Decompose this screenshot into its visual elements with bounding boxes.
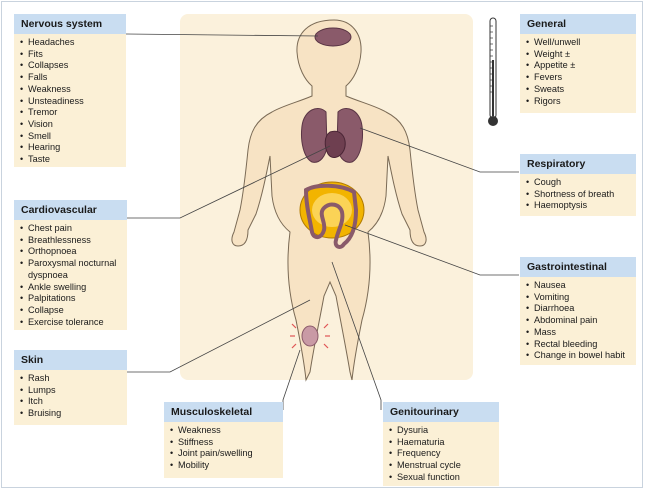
leader-cardiovascular [127,145,331,219]
intestines [303,183,359,249]
list-item: •Tremor [20,107,58,118]
section-title: Musculoskeletal [164,402,283,422]
list-item: •Menstrual cycle [389,460,461,471]
section-cardiovascular: Cardiovascular •Chest pain •Breathlessne… [14,200,127,330]
list-item: •Haematuria [389,436,445,447]
section-general: General •Well/unwell •Weight ± •Appetite… [520,14,636,113]
list-item: •Breathlessness [20,234,91,245]
list-item: •Fits [20,48,43,59]
section-genitourinary: Genitourinary •Dysuria •Haematuria •Freq… [383,402,499,486]
list-item: •Ankle swelling [20,281,87,292]
leader-respiratory [359,127,519,173]
leader-gastrointestinal [344,224,519,276]
brain [314,27,352,47]
list-item: •Well/unwell [526,37,581,47]
list-item: •Weakness [20,83,71,94]
list-item: •Paroxysmal nocturnal [20,258,117,269]
symptom-list: •Chest pain •Breathlessness •Orthopnoea … [14,220,127,328]
list-item: •Weakness [170,425,221,435]
list-item: •Rash [20,373,50,383]
heart [324,130,346,158]
section-skin: Skin •Rash •Lumps •Itch •Bruising [14,350,127,425]
list-item: •Stiffness [170,436,214,447]
section-title: Skin [14,350,127,370]
list-item: •Mass [526,326,556,337]
list-item: •Taste [20,154,50,165]
section-title: Cardiovascular [14,200,127,220]
list-item: •Bruising [20,408,62,419]
list-item: •Sexual function [389,471,460,482]
symptom-list: •Headaches •Fits •Collapses •Falls •Weak… [14,34,126,166]
symptom-list: •Dysuria •Haematuria •Frequency •Menstru… [383,422,499,484]
leader-genitourinary [331,261,382,410]
list-item: •Vision [20,118,53,129]
section-respiratory: Respiratory •Cough •Shortness of breath … [520,154,636,216]
list-item: •Unsteadiness [20,95,84,106]
leader-nervous [125,33,319,37]
symptom-list: •Nausea •Vomiting •Diarrhoea •Abdominal … [520,277,636,362]
symptom-list: •Weakness •Stiffness •Joint pain/swellin… [164,422,283,472]
section-title: General [520,14,636,34]
list-item: •Mobility [170,460,210,471]
section-gastrointestinal: Gastrointestinal •Nausea •Vomiting •Diar… [520,257,636,365]
list-item: •Frequency [389,448,441,459]
list-item: •Falls [20,72,48,83]
list-item: •Nausea [526,280,566,290]
list-item: •Dysuria [389,425,429,435]
list-item: •Cough [526,177,562,187]
list-item: •Hearing [20,142,61,153]
knee-joint [301,325,319,347]
list-item-continuation: dyspnoea [28,269,68,280]
list-item: •Haemoptysis [526,200,588,211]
symptom-list: •Cough •Shortness of breath •Haemoptysis [520,174,636,212]
list-item: •Collapses [20,60,69,71]
section-title: Nervous system [14,14,126,34]
list-item: •Fevers [526,72,563,83]
section-title: Respiratory [520,154,636,174]
leader-musculoskeletal [282,349,301,410]
list-item: •Exercise tolerance [20,316,104,327]
list-item: •Smell [20,130,51,141]
list-item: •Vomiting [526,291,570,302]
list-item: •Shortness of breath [526,188,615,199]
left-lung [301,108,328,163]
list-item: •Diarrhoea [526,303,575,314]
list-item: •Change in bowel habit [526,350,625,361]
section-title: Genitourinary [383,402,499,422]
section-musculoskeletal: Musculoskeletal •Weakness •Stiffness •Jo… [164,402,283,478]
list-item: •Weight ± [526,48,571,59]
list-item: •Appetite ± [526,60,576,71]
list-item: •Itch [20,396,43,407]
list-item: •Sweats [526,83,565,94]
section-nervous-system: Nervous system •Headaches •Fits •Collaps… [14,14,126,167]
list-item: •Headaches [20,37,75,47]
section-title: Gastrointestinal [520,257,636,277]
list-item: •Rigors [526,95,561,106]
leader-skin [127,299,311,373]
list-item: •Lumps [20,384,56,395]
list-item: •Abdominal pain [526,315,598,326]
list-item: •Collapse [20,304,64,315]
list-item: •Chest pain [20,223,72,233]
symptom-list: •Rash •Lumps •Itch •Bruising [14,370,127,420]
list-item: •Rectal bleeding [526,338,598,349]
thermometer-icon [488,17,498,126]
list-item: •Joint pain/swelling [170,448,253,459]
symptom-list: •Well/unwell •Weight ± •Appetite ± •Feve… [520,34,636,107]
list-item: •Palpitations [20,293,76,304]
knee-pain-marks [290,323,330,349]
list-item: •Orthopnoea [20,246,77,257]
